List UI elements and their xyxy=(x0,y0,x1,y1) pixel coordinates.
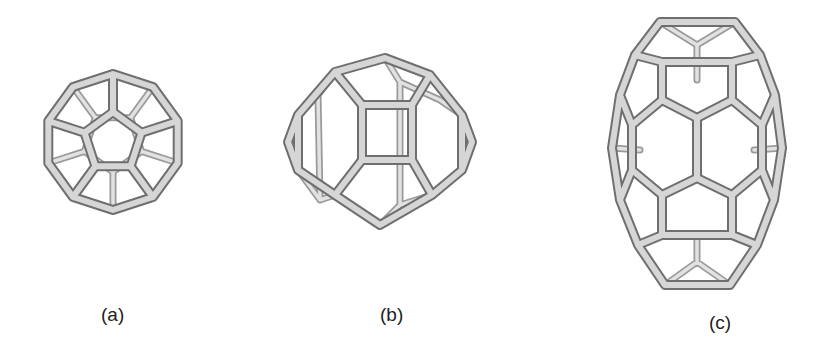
figure-label: (c) xyxy=(709,312,731,334)
figure-label: (b) xyxy=(380,304,403,326)
figure-label: (a) xyxy=(101,304,124,326)
